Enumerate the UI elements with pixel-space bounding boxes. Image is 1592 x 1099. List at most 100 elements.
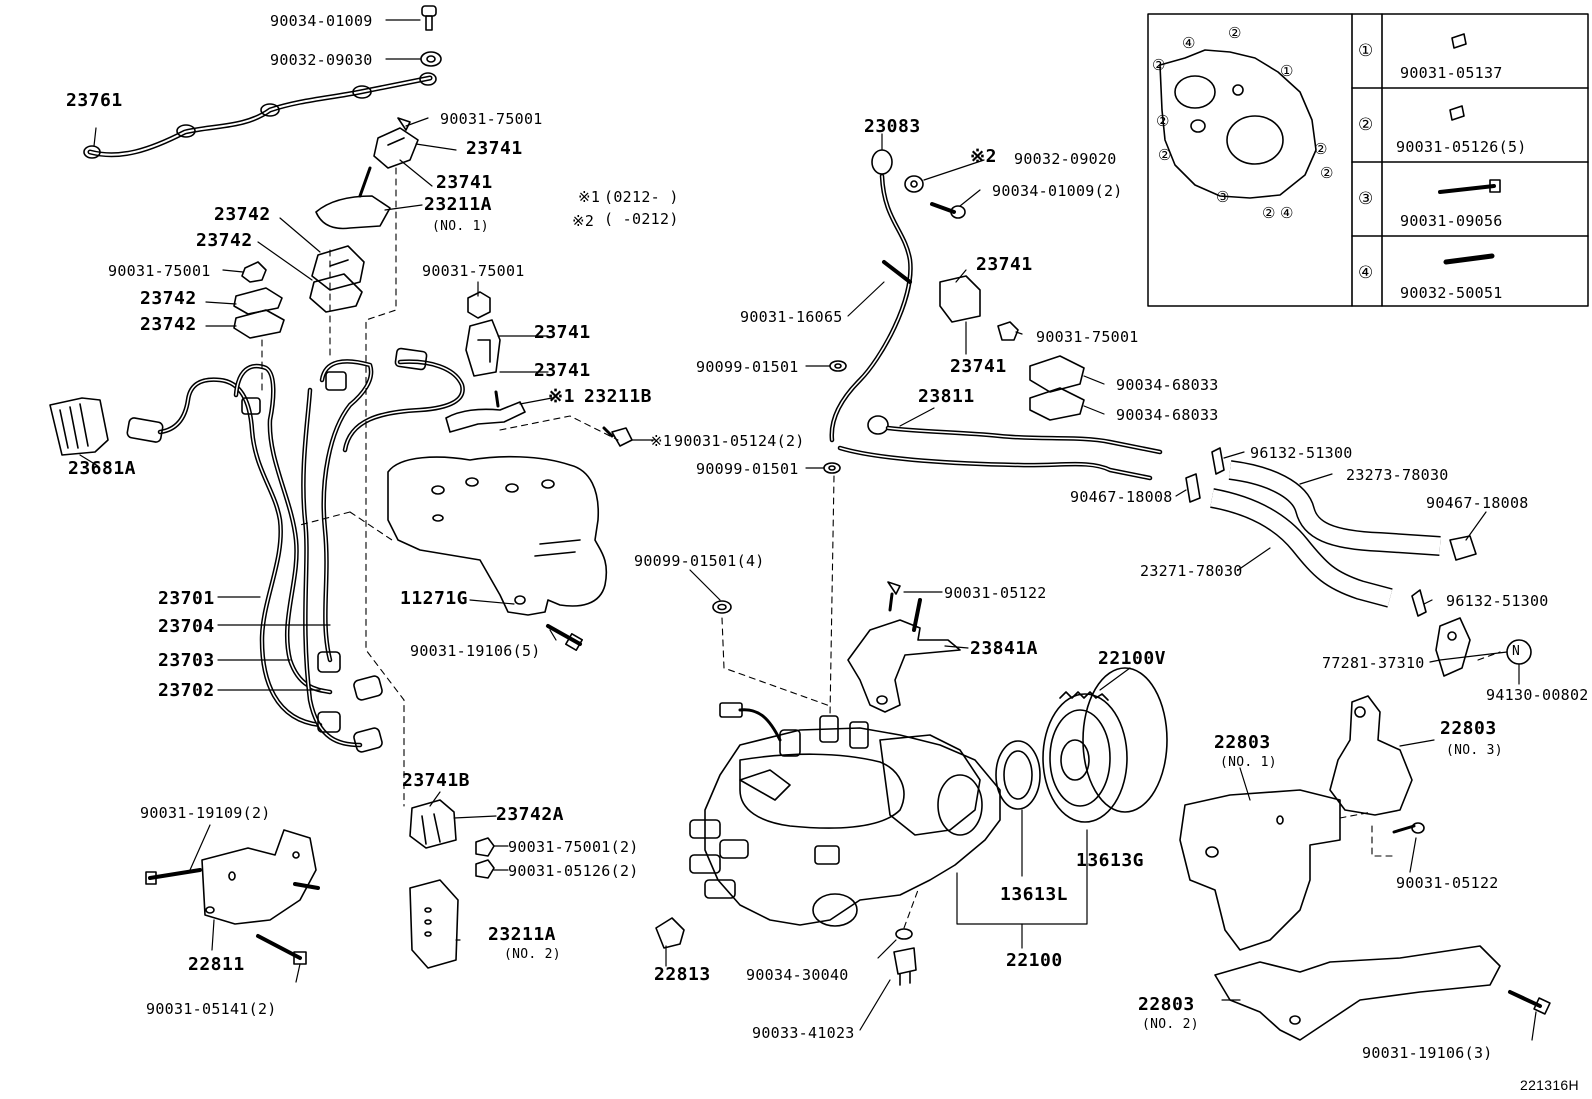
label-23741-f: 23741: [950, 356, 1007, 377]
legend-part-1: 90031-05137: [1400, 64, 1503, 82]
gasket-mark-10: ④: [1280, 204, 1294, 222]
washer-90099-01501-a: [829, 360, 847, 372]
clamp-23742-b: [309, 273, 363, 313]
label-90031-05122-b: 90031-05122: [1396, 874, 1499, 892]
bolt-90034-01009-2: [930, 202, 966, 219]
gasket-90032-09030: [420, 51, 442, 67]
label-94130-00802: 94130-00802: [1486, 686, 1589, 704]
plug-22813: [655, 917, 685, 949]
dashed-guide-lines: [261, 167, 1501, 929]
bracket-77281-37310: [1435, 617, 1471, 677]
nut-90031-75001-b: [241, 261, 267, 283]
label-22803-no2-sub: (NO. 2): [1142, 1017, 1199, 1032]
bolt-90031-19106-3: [1508, 990, 1551, 1015]
label-23701: 23701: [158, 588, 215, 609]
legend-part-2: 90031-05126(5): [1396, 138, 1527, 156]
bolt-90031-05122-b: [1392, 822, 1425, 834]
injection-pipes: [126, 347, 465, 753]
label-90031-19106-3: 90031-19106(3): [1362, 1044, 1493, 1062]
bracket-22803-no2: [1214, 945, 1501, 1041]
bracket-22803-no3: [1329, 695, 1413, 816]
gasket-90099-01501-4: [712, 600, 732, 614]
gasket-mark-2: ②: [1228, 24, 1242, 42]
label-23841A: 23841A: [970, 638, 1039, 659]
bracket-22803-no1: [1179, 789, 1341, 951]
label-23211B-mark: ※1: [548, 386, 575, 407]
legend-num-4: ④: [1358, 263, 1374, 283]
label-23741-d: 23741: [534, 360, 591, 381]
label-90031-75001-d: 90031-75001: [1036, 328, 1139, 346]
bolt-90031-05122-a: [887, 581, 901, 612]
pipe-23811: [837, 415, 1163, 481]
plug-90033-41023: [893, 928, 917, 986]
label-23741-a: 23741: [466, 138, 523, 159]
label-22100V: 22100V: [1098, 648, 1167, 669]
gasket-mark-8: ③: [1216, 188, 1230, 206]
label-23811: 23811: [918, 386, 975, 407]
nuts-90031-75001-2: [475, 837, 495, 879]
clamp-23211A-no2: [409, 879, 459, 969]
clamp-23741-c: [465, 319, 501, 377]
label-22100: 22100: [1006, 950, 1063, 971]
note2-text: ( -0212): [604, 210, 679, 228]
label-90031-05124-mark: ※1: [650, 432, 673, 450]
clamp-23742-a: [311, 245, 365, 291]
label-90032-09020: 90032-09020: [1014, 150, 1117, 168]
label-23211A-no1: 23211A: [424, 194, 493, 215]
clamp-23211A-no1: [315, 166, 391, 230]
label-23742-c: 23742: [140, 288, 197, 309]
label-90032-09020-mark: ※2: [970, 146, 997, 167]
bolt-90034-01009-top: [421, 5, 437, 31]
label-90034-01009-2: 90034-01009(2): [992, 182, 1123, 200]
gasket-90032-09020: [904, 175, 924, 193]
label-90031-75001-2: 90031-75001(2): [508, 838, 639, 856]
label-23742A: 23742A: [496, 804, 565, 825]
clamps-90034-68033: [1029, 355, 1085, 421]
label-23741B: 23741B: [402, 770, 471, 791]
leader-lines: [79, 19, 1537, 1041]
clips-90467-18008: [1185, 473, 1477, 561]
note1-mark: ※1: [578, 188, 601, 206]
label-96132-51300-a: 96132-51300: [1250, 444, 1353, 462]
label-23703: 23703: [158, 650, 215, 671]
nut-90031-75001-d: [997, 321, 1019, 341]
label-90467-18008-a: 90467-18008: [1070, 488, 1173, 506]
label-90031-05141-2: 90031-05141(2): [146, 1000, 277, 1018]
label-23742-b: 23742: [196, 230, 253, 251]
label-90467-18008-b: 90467-18008: [1426, 494, 1529, 512]
label-90032-09030: 90032-09030: [270, 51, 373, 69]
label-90033-41023: 90033-41023: [752, 1024, 855, 1042]
bearing-13613L: [995, 740, 1041, 810]
label-23681A: 23681A: [68, 458, 137, 479]
label-22803-no2: 22803: [1138, 994, 1195, 1015]
label-90034-68033-b: 90034-68033: [1116, 406, 1219, 424]
label-23083: 23083: [864, 116, 921, 137]
label-77281-37310: 77281-37310: [1322, 654, 1425, 672]
label-23271-78030: 23271-78030: [1140, 562, 1243, 580]
label-23273-78030: 23273-78030: [1346, 466, 1449, 484]
label-23742-d: 23742: [140, 314, 197, 335]
hose-23271-78030: [1210, 488, 1393, 608]
label-22803-no3-sub: (NO. 3): [1446, 743, 1503, 758]
note2-mark: ※2: [572, 212, 595, 230]
label-n-mark: N: [1512, 644, 1521, 659]
label-90034-30040: 90034-30040: [746, 966, 849, 984]
gasket-mark-11: ②: [1314, 140, 1328, 158]
label-90031-05122-a: 90031-05122: [944, 584, 1047, 602]
gasket-detail-drawing: [1159, 49, 1317, 199]
label-23211A-no2: 23211A: [488, 924, 557, 945]
bracket-23841A: [847, 598, 961, 713]
clamp-23741-e: [939, 275, 981, 323]
label-23741-e: 23741: [976, 254, 1033, 275]
label-23741-c: 23741: [534, 322, 591, 343]
label-90031-05124: 90031-05124(2): [674, 432, 805, 450]
pipe-23083: [829, 149, 913, 443]
clamp-23741B: [409, 799, 457, 849]
label-23741-b: 23741: [436, 172, 493, 193]
note1-text: (0212- ): [604, 188, 679, 206]
gasket-mark-4: ②: [1152, 56, 1166, 74]
stud-90031-16065: [882, 260, 912, 284]
clamp-23742-c: [233, 287, 283, 315]
legend-part-4: 90032-50051: [1400, 284, 1503, 302]
